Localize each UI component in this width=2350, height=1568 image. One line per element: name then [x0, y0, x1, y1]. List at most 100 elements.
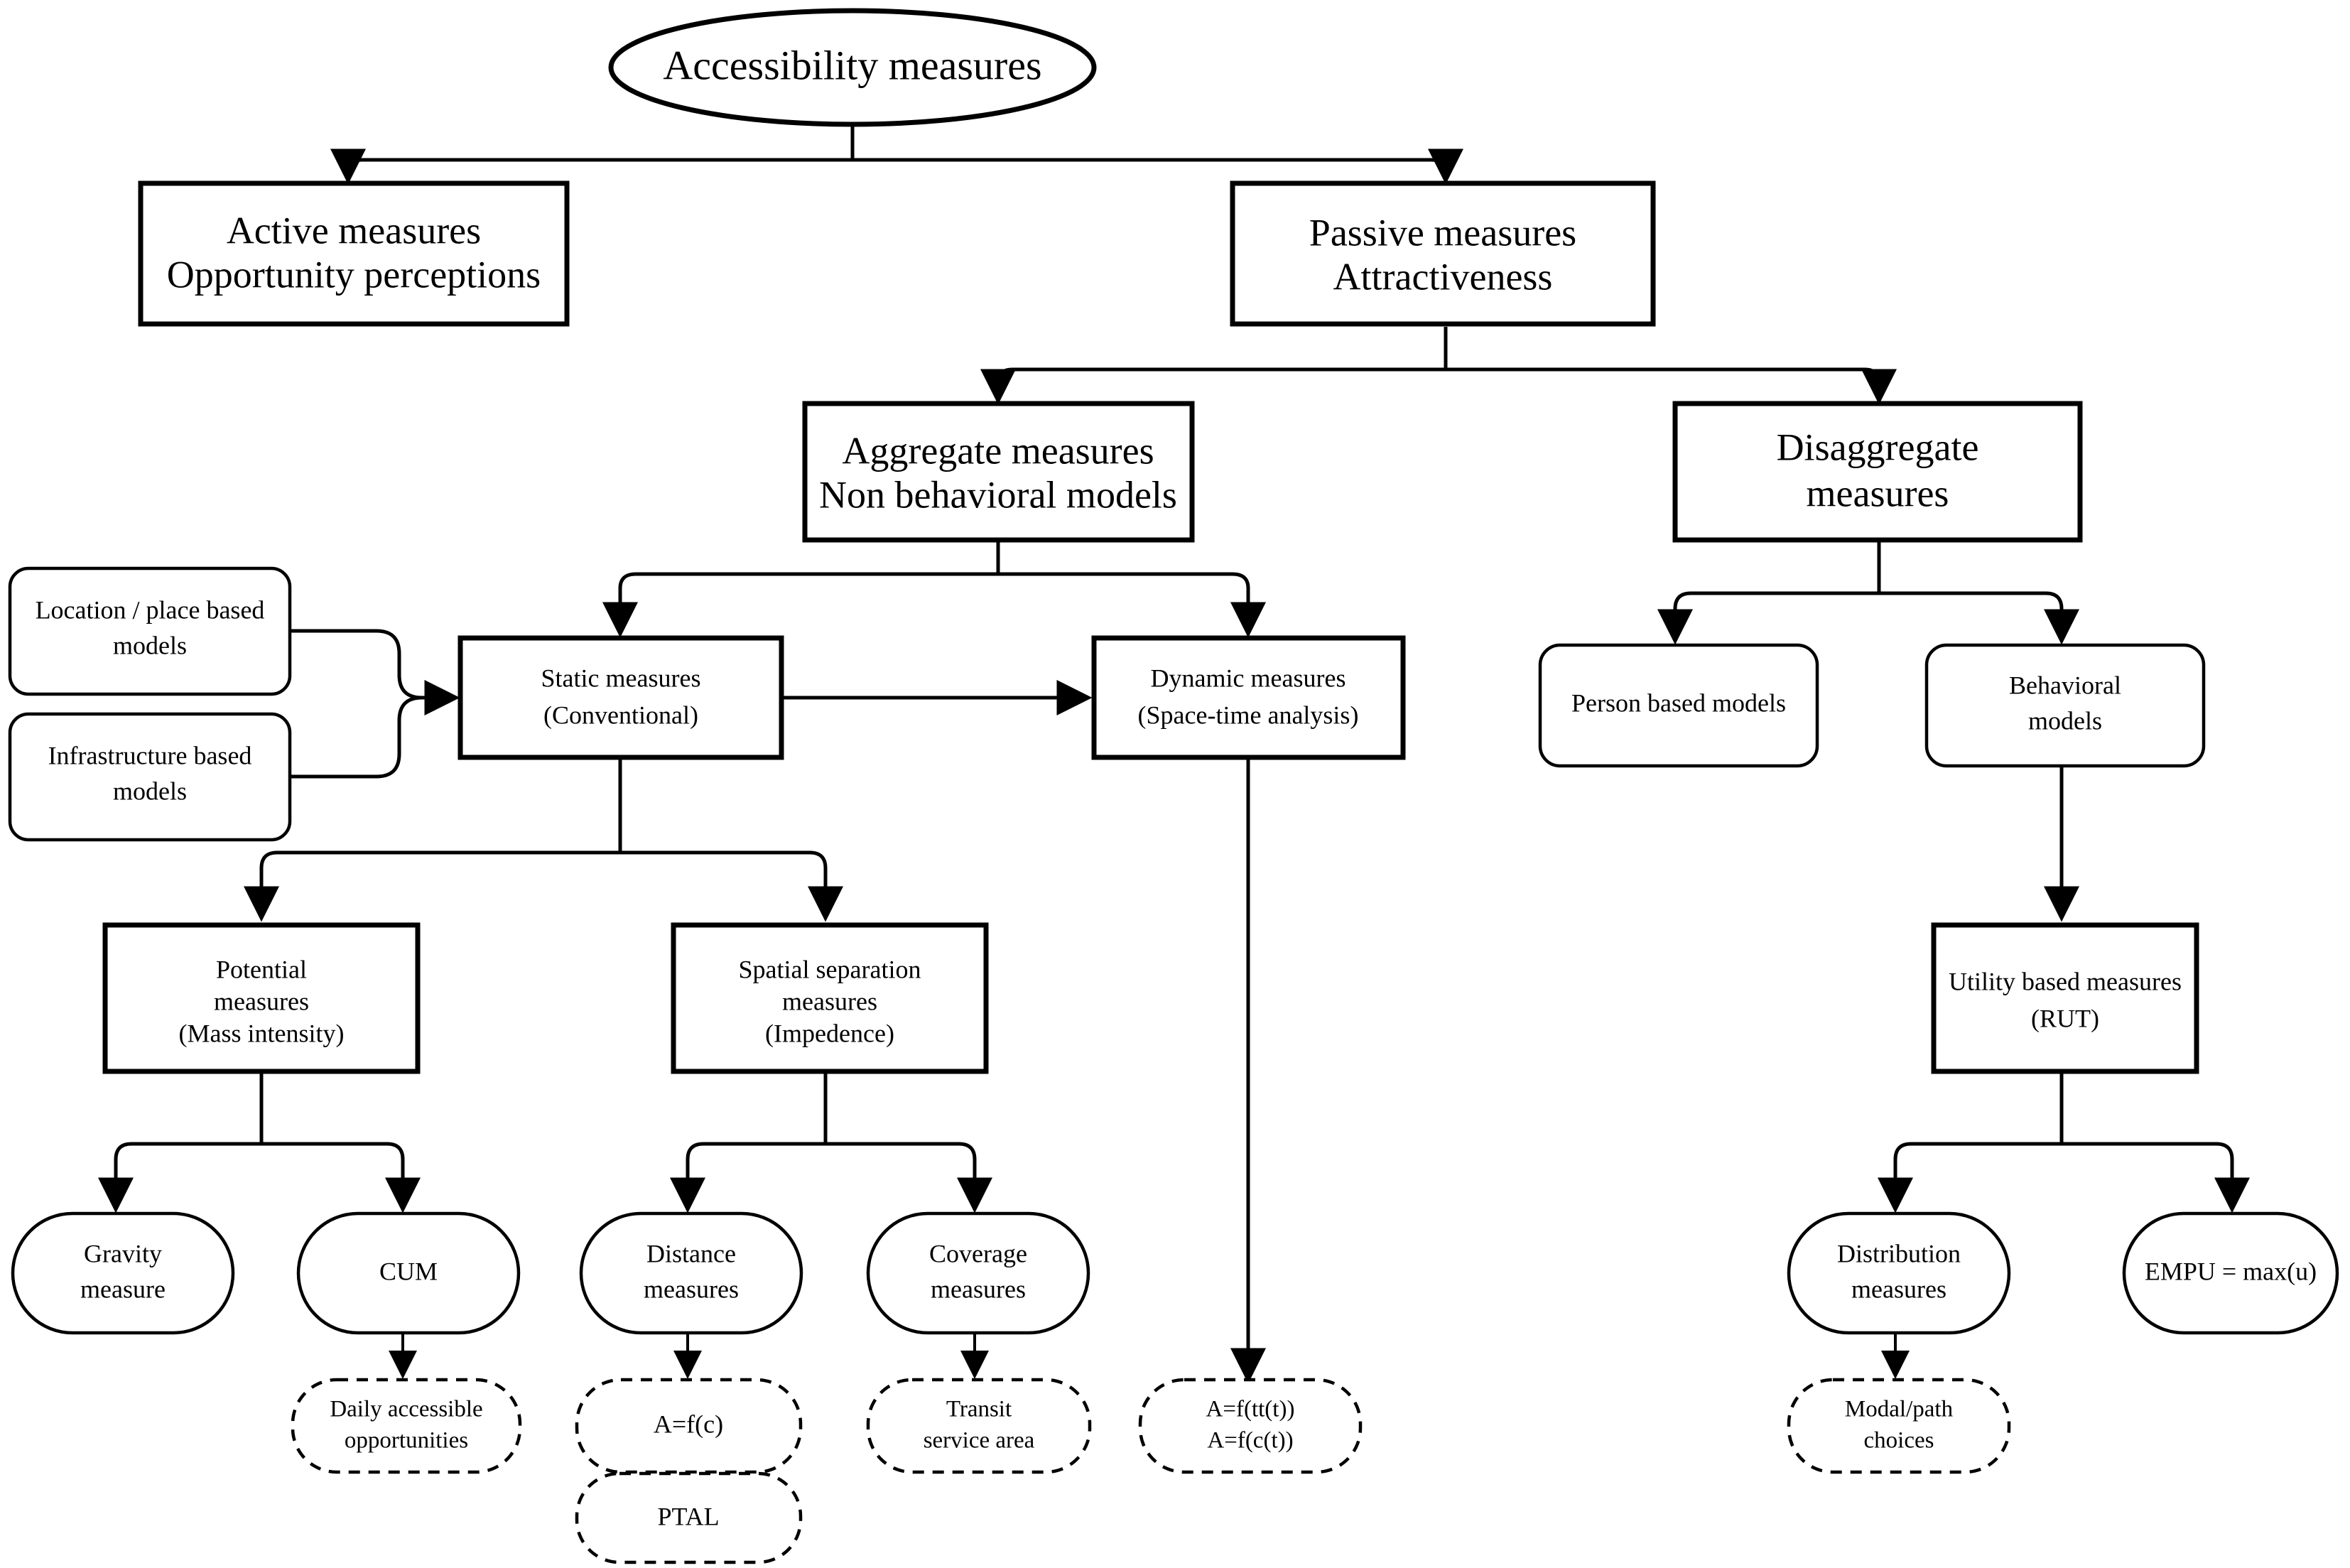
disaggregate-label-line1: Disaggregate [1777, 426, 1979, 468]
node-a-equals-f-tt-t[interactable]: A=f(tt(t)) A=f(c(t)) [1138, 1378, 1363, 1474]
gravity-stadium-shape [11, 1211, 235, 1335]
node-location-place-based-models[interactable]: Location / place based models [8, 566, 292, 696]
aftt-label-line2: A=f(c(t)) [1207, 1428, 1293, 1454]
edge-spatial-to-coverage [825, 1142, 992, 1213]
modal-label-line2: choices [1864, 1428, 1934, 1454]
daily-dashed-shape [291, 1378, 522, 1474]
modal-label-line1: Modal/path [1845, 1397, 1954, 1422]
disaggregate-label-line2: measures [1807, 472, 1949, 514]
node-modal-path-choices[interactable]: Modal/path choices [1787, 1378, 2011, 1474]
transit-label-line1: Transit [946, 1397, 1012, 1422]
aggregate-label-line1: Aggregate measures [842, 429, 1154, 472]
aftt-dashed-shape [1138, 1378, 1363, 1474]
node-distribution-measures[interactable]: Distribution measures [1787, 1211, 2011, 1335]
edge-root-to-passive [852, 148, 1463, 185]
node-infrastructure-based-models[interactable]: Infrastructure based models [8, 712, 292, 842]
infrastructure-rounded-shape [8, 712, 292, 842]
active-rect-shape [138, 180, 570, 327]
edge-utility-to-empu [2062, 1142, 2250, 1213]
node-cum[interactable]: CUM [296, 1211, 521, 1335]
edge-static-to-potential [244, 850, 620, 922]
potential-rect-shape [102, 922, 421, 1074]
node-transit-service-area[interactable]: Transit service area [866, 1378, 1092, 1474]
edge-potential-to-gravity [98, 1142, 261, 1213]
edge-disaggregate-to-person [1657, 591, 1879, 645]
dynamic-label-line2: (Space-time analysis) [1138, 701, 1359, 729]
utility-label-line1: Utility based measures [1949, 967, 2182, 995]
spatial-label-line3: (Impedence) [765, 1019, 894, 1047]
node-gravity-measure[interactable]: Gravity measure [11, 1211, 235, 1335]
node-person-based-models[interactable]: Person based models [1538, 643, 1819, 768]
edge-location-to-static [290, 629, 460, 715]
node-spatial-separation-measures[interactable]: Spatial separation measures (Impedence) [671, 922, 989, 1074]
node-aggregate-measures[interactable]: Aggregate measures Non behavioral models [802, 401, 1195, 543]
node-behavioral-models[interactable]: Behavioral models [1924, 643, 2206, 768]
node-daily-accessible-opportunities[interactable]: Daily accessible opportunities [291, 1378, 522, 1474]
node-static-measures[interactable]: Static measures (Conventional) [457, 635, 784, 760]
edge-spatial-to-distance [670, 1142, 825, 1213]
node-disaggregate-measures[interactable]: Disaggregate measures [1672, 401, 2083, 543]
behavioral-label-line2: models [2028, 706, 2102, 735]
coverage-stadium-shape [866, 1211, 1090, 1335]
edge-infrastructure-to-static [290, 696, 423, 779]
infrastructure-label-line2: models [113, 777, 187, 805]
ptal-label-line1: PTAL [657, 1502, 719, 1530]
gravity-label-line2: measure [80, 1275, 166, 1303]
aggregate-label-line2: Non behavioral models [819, 473, 1177, 516]
afc-label-line1: A=f(c) [654, 1410, 723, 1438]
node-coverage-measures[interactable]: Coverage measures [866, 1211, 1090, 1335]
cum-label-line1: CUM [379, 1257, 438, 1285]
edge-static-to-spatial [620, 850, 843, 922]
cum-stadium-shape [296, 1211, 521, 1335]
node-a-equals-f-c[interactable]: A=f(c) [575, 1378, 803, 1474]
node-distance-measures[interactable]: Distance measures [579, 1211, 803, 1335]
potential-label-line1: Potential [216, 955, 307, 983]
modal-dashed-shape [1787, 1378, 2011, 1474]
location-label-line1: Location / place based [36, 595, 265, 624]
edge-layer [98, 103, 2250, 1469]
node-potential-measures[interactable]: Potential measures (Mass intensity) [102, 922, 421, 1074]
edge-root-to-active [330, 148, 852, 185]
disaggregate-rect-shape [1672, 401, 2083, 543]
distribution-stadium-shape [1787, 1211, 2011, 1335]
node-ptal[interactable]: PTAL [575, 1471, 803, 1564]
node-empu[interactable]: EMPU = max(u) [2122, 1211, 2339, 1335]
spatial-rect-shape [671, 922, 989, 1074]
edge-passive-to-disaggregate [1446, 367, 1897, 405]
static-label-line2: (Conventional) [543, 701, 698, 729]
behavioral-rounded-shape [1924, 643, 2206, 768]
dynamic-rect-shape [1091, 635, 1406, 760]
node-utility-based-measures[interactable]: Utility based measures (RUT) [1931, 922, 2199, 1074]
spatial-label-line1: Spatial separation [739, 955, 921, 983]
node-passive-measures[interactable]: Passive measures Attractiveness [1230, 180, 1656, 327]
node-active-measures[interactable]: Active measures Opportunity perceptions [138, 180, 570, 327]
distribution-label-line2: measures [1851, 1275, 1946, 1303]
edge-potential-to-cum [261, 1142, 421, 1213]
person-rounded-shape [1538, 643, 1819, 768]
node-accessibility-measures[interactable]: Accessibility measures [608, 8, 1097, 127]
root-ellipse-shape [608, 8, 1097, 127]
behavioral-label-line1: Behavioral [2009, 671, 2121, 699]
daily-label-line1: Daily accessible [330, 1397, 482, 1422]
static-label-line1: Static measures [541, 664, 701, 692]
gravity-label-line1: Gravity [84, 1239, 162, 1267]
edge-aggregate-to-static [602, 572, 998, 638]
edge-disaggregate-to-behavioral [1879, 591, 2079, 645]
location-rounded-shape [8, 566, 292, 696]
infrastructure-label-line1: Infrastructure based [48, 741, 252, 769]
empu-stadium-shape [2122, 1211, 2339, 1335]
distance-stadium-shape [579, 1211, 803, 1335]
potential-label-line2: measures [214, 987, 309, 1015]
static-rect-shape [457, 635, 784, 760]
aftt-label-line1: A=f(tt(t)) [1206, 1397, 1295, 1422]
edge-passive-to-aggregate [980, 367, 1446, 405]
transit-dashed-shape [866, 1378, 1092, 1474]
utility-label-line2: (RUT) [2031, 1004, 2099, 1032]
ptal-dashed-shape [575, 1471, 803, 1564]
passive-label-line2: Attractiveness [1333, 255, 1553, 298]
node-dynamic-measures[interactable]: Dynamic measures (Space-time analysis) [1091, 635, 1406, 760]
distribution-label-line1: Distribution [1837, 1239, 1961, 1267]
dynamic-label-line1: Dynamic measures [1151, 664, 1346, 692]
root-label: Accessibility measures [663, 42, 1041, 88]
